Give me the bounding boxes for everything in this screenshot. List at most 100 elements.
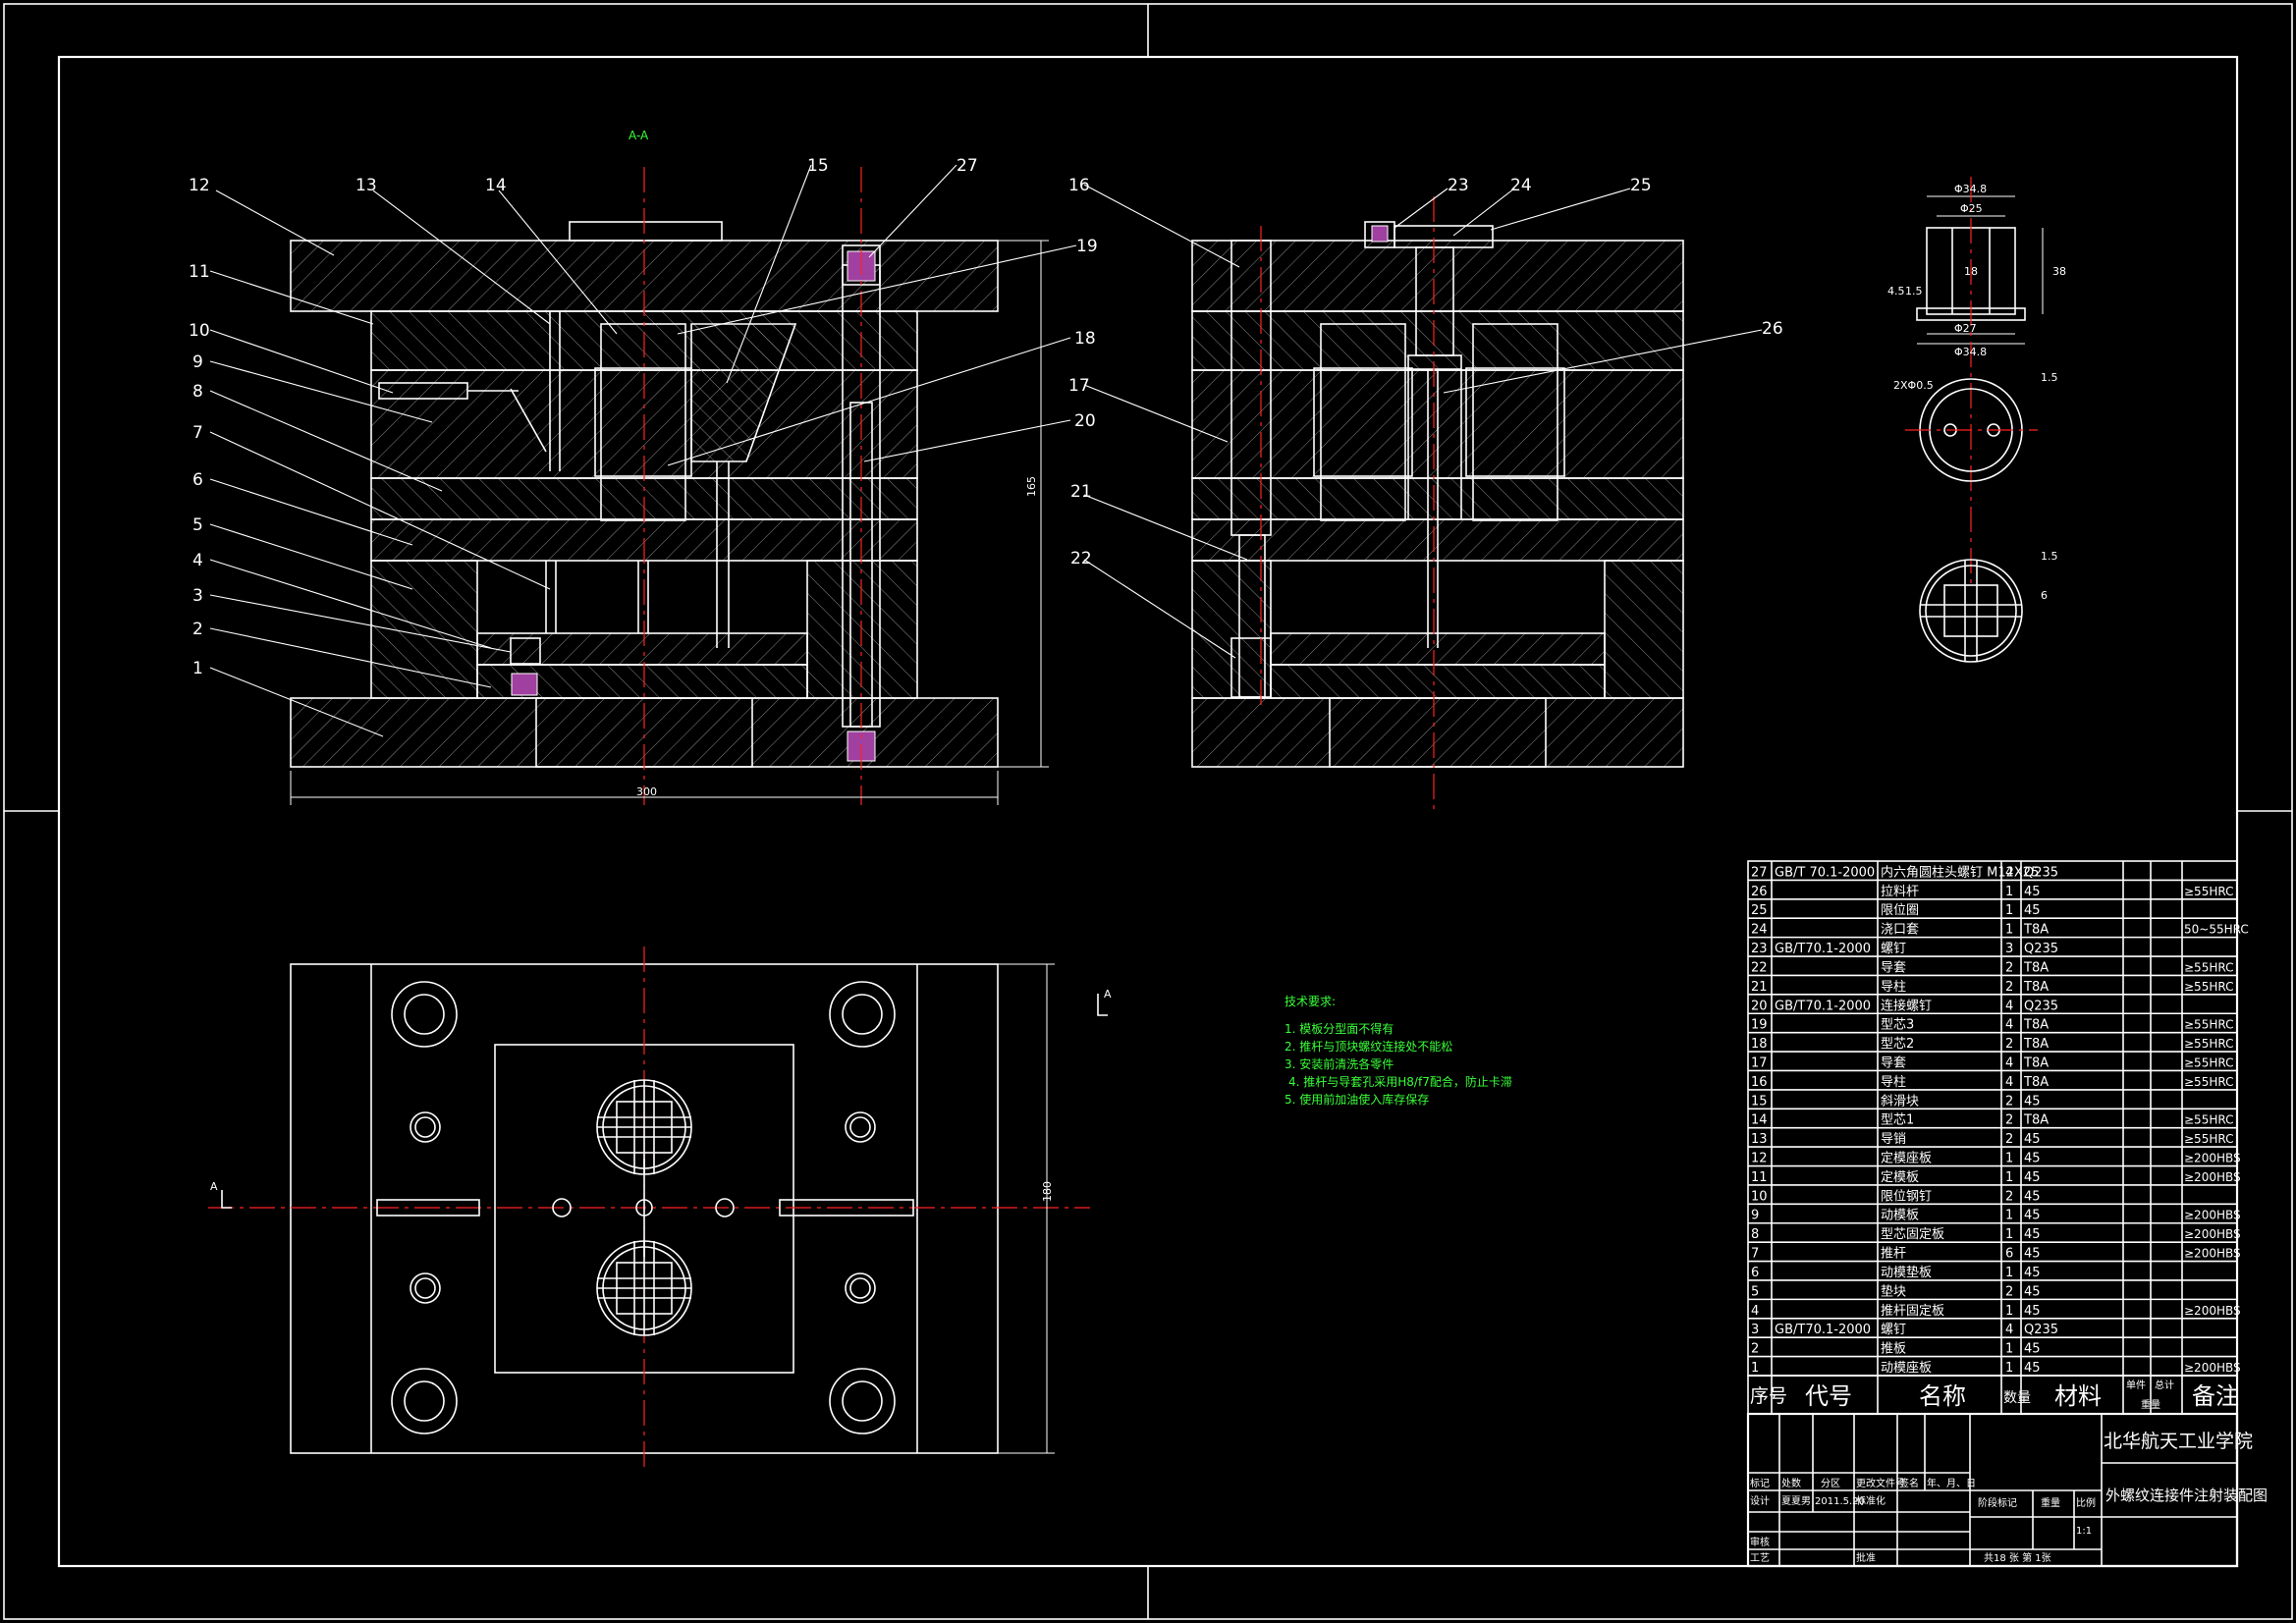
tb-label-sign: 签名 <box>1899 1477 1919 1489</box>
bom-cell-mat: 45 <box>2024 1342 2041 1357</box>
bom-cell-qty: 2 <box>2005 980 2013 995</box>
callout-18: 18 <box>1074 329 1096 349</box>
bom-cell-no: 12 <box>1751 1152 1768 1166</box>
tech-item-1: 1. 模板分型面不得有 <box>1285 1021 1394 1036</box>
bom-cell-name: 限位圈 <box>1881 903 1919 918</box>
bom-cell-mat: Q235 <box>2024 1323 2058 1337</box>
bom-cell-no: 7 <box>1751 1247 1759 1262</box>
bom-header-code: 代号 <box>1805 1382 1852 1410</box>
dim-plan-height: 180 <box>1041 1181 1054 1202</box>
callout-23: 23 <box>1448 176 1469 195</box>
bom-cell-qty: 2 <box>2005 1113 2013 1128</box>
detail-dim-6: 6 <box>2041 589 2048 602</box>
bom-cell-qty: 4 <box>2005 1323 2013 1337</box>
bom-cell-qty: 1 <box>2005 1361 2013 1376</box>
bom-cell-no: 26 <box>1751 885 1768 899</box>
bom-cell-name: 推板 <box>1881 1342 1906 1357</box>
detail-dim-top: Φ34.8 <box>1954 183 1987 195</box>
bom-cell-no: 19 <box>1751 1018 1768 1033</box>
bom-cell-qty: 1 <box>2005 1170 2013 1185</box>
tb-process: 工艺 <box>1750 1552 1770 1564</box>
tb-weight: 重量 <box>2041 1496 2060 1509</box>
bom-cell-mat: T8A <box>2023 1075 2049 1090</box>
bom-cell-note: ≥200HBS <box>2184 1170 2241 1184</box>
bom-cell-qty: 2 <box>2005 1284 2013 1299</box>
bom-header-no: 序号 <box>1750 1385 1787 1407</box>
bom-cell-mat: T8A <box>2023 923 2049 938</box>
bom-cell-name: 定模座板 <box>1881 1152 1932 1166</box>
callout-26: 26 <box>1762 319 1783 339</box>
tech-item-2: 2. 推杆与顶块螺纹连接处不能松 <box>1285 1039 1452 1054</box>
bom-cell-no: 24 <box>1751 923 1768 938</box>
bom-cell-mat: T8A <box>2023 980 2049 995</box>
tb-approve: 批准 <box>1856 1551 1876 1564</box>
bom-cell-mat: T8A <box>2023 1113 2049 1128</box>
callout-22: 22 <box>1070 549 1092 568</box>
bom-header-name: 名称 <box>1919 1382 1966 1410</box>
callout-4: 4 <box>192 551 203 570</box>
bom-cell-name: 动模板 <box>1881 1209 1919 1223</box>
bom-cell-qty: 2 <box>2005 1189 2013 1204</box>
bom-cell-no: 14 <box>1751 1113 1768 1128</box>
bom-cell-no: 5 <box>1751 1284 1759 1299</box>
bom-cell-no: 17 <box>1751 1055 1768 1070</box>
callout-2: 2 <box>192 620 203 639</box>
bom-cell-note: ≥200HBS <box>2184 1247 2241 1261</box>
bom-cell-qty: 2 <box>2005 1094 2013 1109</box>
bom-cell-note: ≥55HRC <box>2184 1113 2233 1127</box>
callout-6: 6 <box>192 470 203 490</box>
tech-title: 技术要求: <box>1285 995 1336 1008</box>
bom-cell-name: 导套 <box>1881 959 1906 975</box>
callout-27: 27 <box>957 156 978 176</box>
callout-14: 14 <box>485 176 507 195</box>
callout-7: 7 <box>192 423 203 443</box>
bom-cell-name: 推杆固定板 <box>1881 1304 1944 1319</box>
bom-cell-no: 16 <box>1751 1075 1768 1090</box>
bom-cell-qty: 4 <box>2005 999 2013 1013</box>
callout-11: 11 <box>189 262 210 282</box>
dim-base-width: 300 <box>636 785 657 798</box>
bom-cell-qty: 1 <box>2005 1266 2013 1280</box>
bom-cell-qty: 4 <box>2005 1075 2013 1090</box>
bom-cell-note: ≥200HBS <box>2184 1152 2241 1165</box>
bom-header-mass: 重量 <box>2141 1398 2160 1411</box>
bom-cell-no: 9 <box>1751 1209 1759 1223</box>
tech-item-3: 3. 安装前清洗各零件 <box>1285 1056 1394 1071</box>
bom-cell-name: 内六角圆柱头螺钉 M12X25 <box>1881 864 2039 880</box>
bom-cell-mat: 45 <box>2024 1361 2041 1376</box>
tb-scale-value: 1:1 <box>2076 1526 2092 1537</box>
bom-cell-qty: 1 <box>2005 1227 2013 1242</box>
callout-10: 10 <box>189 321 210 341</box>
bom-cell-qty: 1 <box>2005 923 2013 938</box>
bom-cell-code: GB/T 70.1-2000 <box>1775 865 1875 880</box>
bom-cell-mat: 45 <box>2024 1209 2041 1223</box>
bom-cell-note: 50~55HRC <box>2184 923 2249 937</box>
bom-cell-no: 20 <box>1751 999 1768 1013</box>
part-detail: Φ34.8 Φ25 18 38 Φ27 Φ34.8 4.5 1.5 2XΦ0.5… <box>1887 177 2066 663</box>
bom-cell-mat: T8A <box>2023 1037 2049 1052</box>
tb-label-count: 处数 <box>1781 1477 1801 1489</box>
tb-review: 审核 <box>1750 1536 1770 1548</box>
bom-cell-name: 动模垫板 <box>1881 1265 1932 1280</box>
bom-cell-code: GB/T70.1-2000 <box>1775 942 1871 956</box>
bom-cell-name: 推杆 <box>1881 1247 1906 1262</box>
bom-cell-name: 导套 <box>1881 1055 1906 1070</box>
bom-cell-no: 22 <box>1751 960 1768 975</box>
bom-cell-note: ≥55HRC <box>2184 960 2233 974</box>
bom-cell-name: 动模座板 <box>1881 1361 1932 1376</box>
callouts-left: 12 13 14 15 27 19 11 10 9 8 7 6 5 4 3 2 … <box>189 156 1098 737</box>
school-name: 北华航天工业学院 <box>2104 1431 2253 1452</box>
tech-item-5: 5. 使用前加油使入库存保存 <box>1285 1092 1429 1107</box>
bom-cell-mat: 45 <box>2024 1132 2041 1147</box>
bom-header-unit: 单件 <box>2126 1380 2146 1391</box>
callout-25: 25 <box>1630 176 1652 195</box>
detail-dim-inner: Φ25 <box>1960 202 1983 215</box>
tb-label-change: 更改文件号 <box>1856 1477 1905 1489</box>
bom-cell-mat: 45 <box>2024 1227 2041 1242</box>
bom-cell-name: 型芯1 <box>1881 1113 1914 1128</box>
bom-cell-no: 2 <box>1751 1342 1759 1357</box>
bom-cell-qty: 4 <box>2005 1018 2013 1033</box>
bom-cell-mat: 45 <box>2024 1284 2041 1299</box>
tb-label-date: 年、月、日 <box>1927 1477 1976 1489</box>
